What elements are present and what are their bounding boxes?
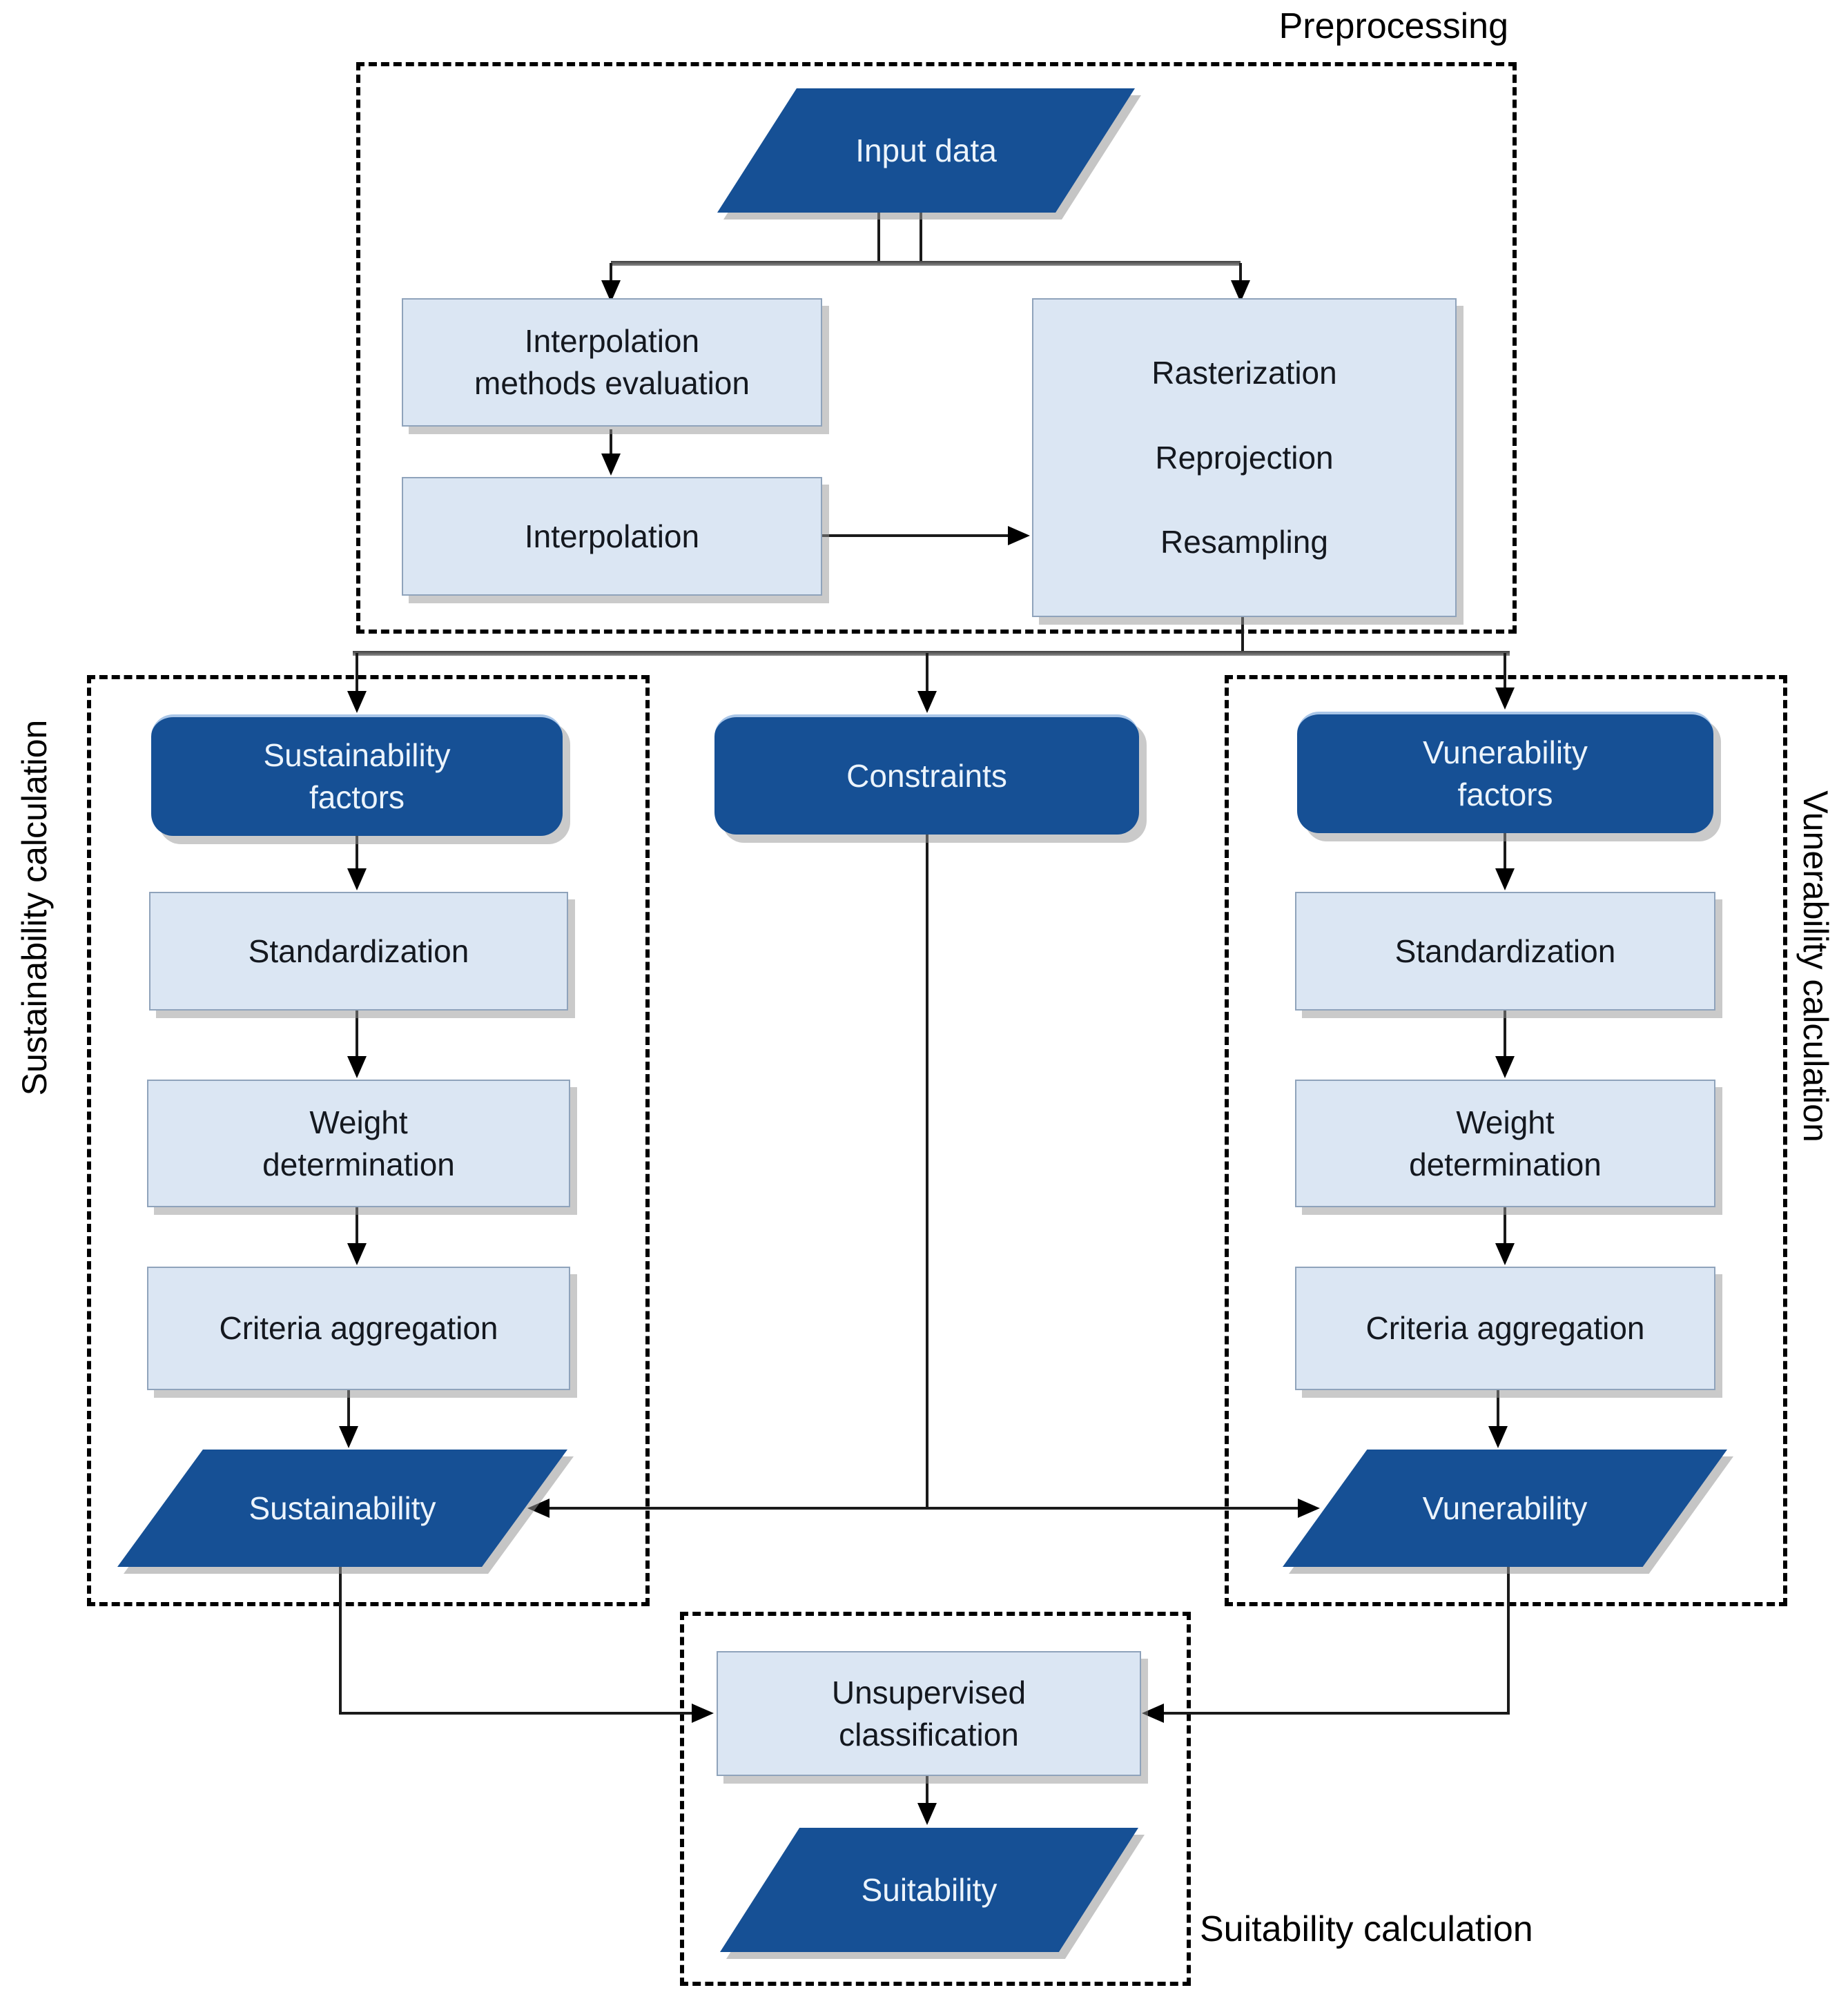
arrowhead-unsupervised-right bbox=[1142, 1704, 1164, 1723]
arrowhead-sustainability bbox=[339, 1426, 358, 1448]
connector-drop-sust-factors bbox=[356, 653, 358, 693]
sustainability-calculation-label: Sustainability calculation bbox=[15, 719, 54, 1096]
suitability-node: Suitability bbox=[720, 1828, 1138, 1952]
vunerability-factors-node: Vunerability factors bbox=[1297, 712, 1713, 833]
reprojection-text: Reprojection bbox=[1155, 439, 1334, 476]
standardization-right-text: Standardization bbox=[1394, 933, 1616, 969]
standardization-right-node: Standardization bbox=[1295, 892, 1715, 1011]
connector-weight-criteria-right bbox=[1504, 1204, 1506, 1245]
arrowhead-std-right bbox=[1495, 868, 1515, 890]
arrowhead-constraints bbox=[917, 691, 937, 713]
resampling-text: Resampling bbox=[1160, 524, 1328, 560]
connector-raster-to-distributor bbox=[1241, 595, 1244, 653]
arrowhead-into-vunerability bbox=[1298, 1499, 1320, 1518]
vunerability-factors-text: Vunerability factors bbox=[1423, 734, 1588, 812]
connector-input-stub-left bbox=[877, 212, 880, 263]
connector-sustainability-down bbox=[339, 1567, 342, 1715]
connector-vunfactors-std bbox=[1504, 830, 1506, 871]
sustainability-group-box bbox=[87, 675, 650, 1606]
rasterization-text: Rasterization bbox=[1151, 354, 1337, 391]
input-data-text: Input data bbox=[855, 133, 997, 168]
arrowhead-weight-left bbox=[347, 1056, 367, 1078]
criteria-aggregation-left-node: Criteria aggregation bbox=[147, 1267, 570, 1390]
sustainability-factors-text: Sustainability factors bbox=[263, 737, 451, 815]
sustainability-factors-node: Sustainability factors bbox=[151, 714, 563, 836]
connector-methods-to-interpolation bbox=[610, 429, 612, 456]
connector-std-weight-left bbox=[356, 1008, 358, 1057]
connector-constraints-down bbox=[926, 833, 928, 1508]
preprocessing-label: Preprocessing bbox=[1278, 6, 1508, 46]
connector-vunerability-left bbox=[1161, 1712, 1510, 1715]
unsupervised-classification-text: Unsupervised classification bbox=[831, 1674, 1027, 1753]
arrowhead-criteria-right bbox=[1495, 1243, 1515, 1265]
connector-input-split-line bbox=[611, 261, 1241, 266]
arrowhead-interpolation bbox=[601, 453, 621, 476]
connector-drop-vun-factors bbox=[1504, 653, 1506, 690]
input-data-node: Input data bbox=[717, 88, 1135, 213]
suitability-calculation-label: Suitability calculation bbox=[1200, 1909, 1533, 1949]
connector-drop-constraints bbox=[926, 653, 928, 693]
interpolation-node: Interpolation bbox=[402, 477, 822, 596]
connector-criteria-vunerability bbox=[1497, 1387, 1499, 1427]
arrowhead-criteria-left bbox=[347, 1243, 367, 1265]
constraints-node: Constraints bbox=[714, 714, 1139, 835]
arrowhead-sust-factors bbox=[347, 691, 367, 713]
connector-vunerability-down bbox=[1507, 1567, 1510, 1715]
vunerability-text: Vunerability bbox=[1422, 1490, 1588, 1526]
connector-sustainability-right bbox=[339, 1712, 694, 1715]
connector-constraints-double-arrow bbox=[547, 1507, 1303, 1510]
rasterization-node: Rasterization Reprojection Resampling bbox=[1032, 298, 1457, 617]
connector-input-stub-right bbox=[920, 212, 922, 263]
connector-interpolation-to-raster bbox=[819, 534, 1011, 537]
connector-distributor-line bbox=[353, 651, 1510, 656]
arrowhead-std-left bbox=[347, 868, 367, 890]
connector-criteria-sustainability bbox=[347, 1387, 350, 1427]
arrowhead-into-raster bbox=[1008, 526, 1030, 545]
sustainability-node: Sustainability bbox=[117, 1450, 567, 1567]
criteria-aggregation-right-node: Criteria aggregation bbox=[1295, 1267, 1715, 1390]
arrowhead-into-sustainability bbox=[527, 1499, 549, 1518]
vunerability-node: Vunerability bbox=[1283, 1450, 1727, 1567]
weight-determination-right-node: Weight determination bbox=[1295, 1080, 1715, 1207]
connector-drop-raster bbox=[1239, 263, 1242, 282]
connector-std-weight-right bbox=[1504, 1008, 1506, 1057]
vunerability-calculation-label: Vunerability calculation bbox=[1796, 790, 1835, 1142]
interpolation-methods-node: Interpolation methods evaluation bbox=[402, 298, 822, 427]
standardization-left-node: Standardization bbox=[149, 892, 568, 1011]
unsupervised-classification-node: Unsupervised classification bbox=[717, 1651, 1141, 1776]
interpolation-text: Interpolation bbox=[524, 518, 700, 554]
connector-sustfactors-std bbox=[356, 833, 358, 871]
weight-determination-left-text: Weight determination bbox=[262, 1104, 455, 1182]
connector-weight-criteria-left bbox=[356, 1204, 358, 1245]
sustainability-text: Sustainability bbox=[249, 1490, 436, 1526]
arrowhead-suitability bbox=[917, 1803, 937, 1825]
criteria-aggregation-right-text: Criteria aggregation bbox=[1365, 1310, 1645, 1347]
arrowhead-vun-factors bbox=[1495, 687, 1515, 710]
connector-drop-interp-methods bbox=[610, 263, 612, 282]
criteria-aggregation-left-text: Criteria aggregation bbox=[219, 1310, 498, 1347]
preprocessing-group-box bbox=[356, 62, 1517, 634]
weight-determination-right-text: Weight determination bbox=[1409, 1104, 1602, 1182]
weight-determination-left-node: Weight determination bbox=[147, 1080, 570, 1207]
arrowhead-weight-right bbox=[1495, 1056, 1515, 1078]
connector-unsupervised-suitability bbox=[926, 1773, 928, 1805]
constraints-text: Constraints bbox=[846, 757, 1007, 794]
suitability-text: Suitability bbox=[861, 1872, 998, 1908]
standardization-left-text: Standardization bbox=[248, 933, 469, 969]
suitability-group-box bbox=[680, 1612, 1191, 1986]
arrowhead-unsupervised-left bbox=[692, 1704, 714, 1723]
interpolation-methods-text: Interpolation methods evaluation bbox=[474, 323, 750, 401]
arrowhead-vunerability bbox=[1488, 1426, 1508, 1448]
